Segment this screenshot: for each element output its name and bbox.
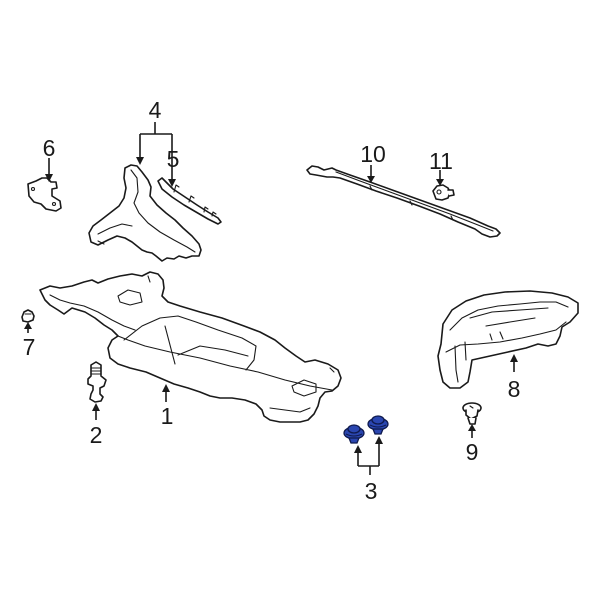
part-4-side-shield[interactable] — [88, 164, 202, 262]
callout-label-8[interactable]: 8 — [507, 376, 521, 402]
callout-label-9[interactable]: 9 — [465, 439, 479, 465]
callout-label-10[interactable]: 10 — [360, 141, 386, 167]
callout-label-5[interactable]: 5 — [166, 146, 180, 172]
clip-right — [367, 415, 389, 435]
callout-label-11[interactable]: 11 — [429, 148, 453, 174]
part-7-nut-clip[interactable] — [21, 309, 35, 333]
part-2-push-pin[interactable] — [87, 361, 107, 420]
clip-left — [343, 424, 365, 444]
callout-label-6[interactable]: 6 — [42, 135, 56, 161]
callout-label-2[interactable]: 2 — [89, 422, 103, 448]
callout-label-3[interactable]: 3 — [364, 478, 378, 504]
part-3-clips-highlighted[interactable] — [343, 415, 389, 475]
callout-label-7[interactable]: 7 — [22, 334, 36, 360]
callout-label-4[interactable]: 4 — [148, 97, 162, 123]
callout-4-5-leaders — [136, 122, 176, 187]
callout-label-1[interactable]: 1 — [160, 403, 174, 429]
part-10-seal-strip[interactable] — [306, 165, 501, 238]
part-11-clip[interactable] — [432, 170, 455, 201]
part-9-retainer[interactable] — [462, 402, 482, 438]
part-6-bracket[interactable] — [27, 158, 62, 212]
part-8-rear-splash-shield[interactable] — [437, 290, 579, 389]
part-1-lower-splash-shield[interactable] — [39, 271, 342, 423]
part-5-bracket-strip[interactable] — [157, 177, 222, 225]
